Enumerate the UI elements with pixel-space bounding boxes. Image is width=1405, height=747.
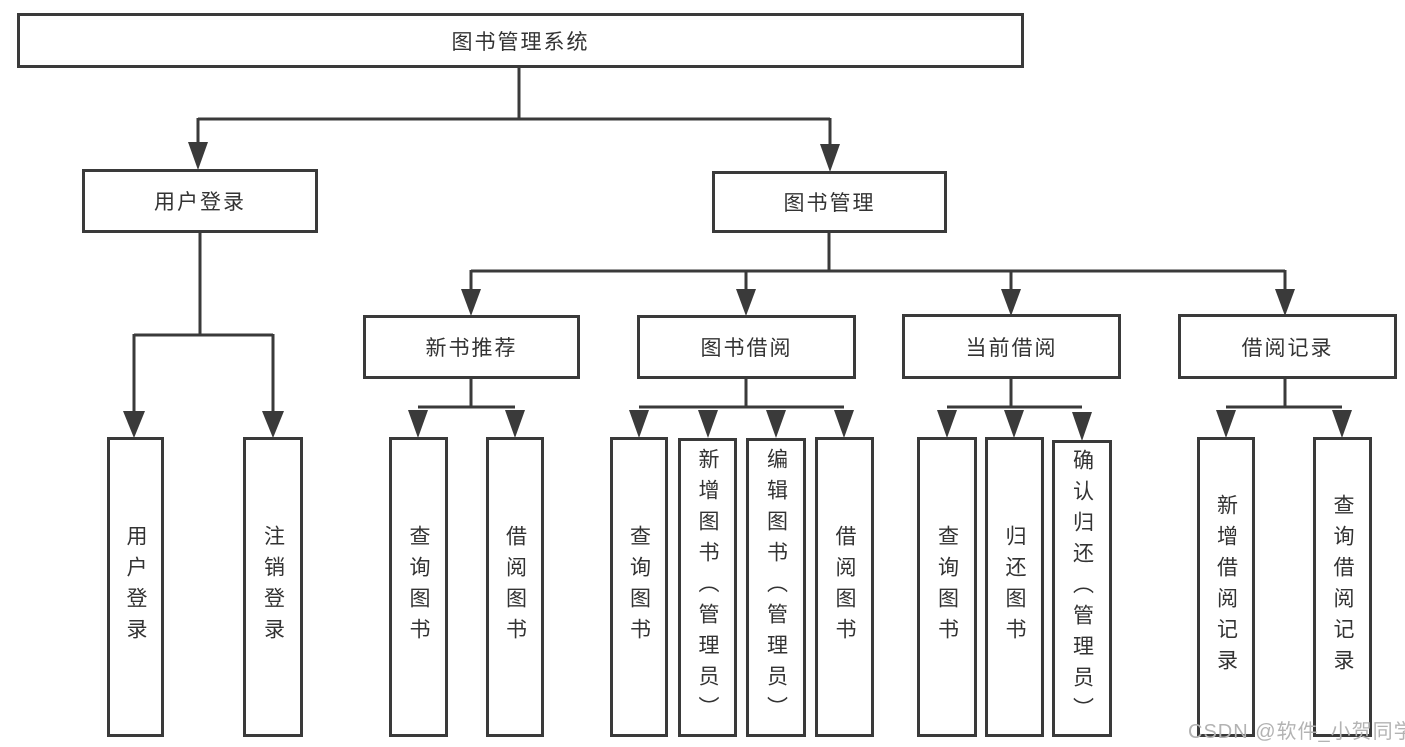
node-label: 当前借阅 [965,336,1058,360]
arrow-icon [766,410,786,438]
leaf-user-login: 用户登录 [107,437,164,737]
node-label: 查询图书 [935,525,959,649]
node-label: 归还图书 [1003,525,1027,649]
node-label: 新书推荐 [425,337,518,360]
leaf-logout: 注销登录 [243,437,303,737]
node-label: 新增图书（管理员） [696,448,720,727]
arrow-icon [1004,410,1024,438]
arrow-icon [461,289,481,316]
arrow-icon [123,411,145,438]
arrow-icon [1001,289,1021,316]
node-label: 查询图书 [627,525,651,649]
arrow-icon [736,289,756,316]
arrow-icon [1275,289,1295,316]
arrow-icon [834,410,854,438]
node-book-management: 图书管理 [712,171,947,233]
node-label: 借阅图书 [833,525,857,649]
leaf-add-books-admin: 新增图书（管理员） [678,438,737,737]
arrow-icon [188,142,208,170]
leaf-return-books: 归还图书 [985,437,1044,737]
arrowheads [123,142,1352,441]
node-label: 图书借阅 [700,337,793,360]
arrow-icon [262,411,284,438]
arrow-icon [408,410,428,438]
node-borrowing-records: 借阅记录 [1178,314,1397,379]
root-split-line [196,67,832,147]
leaf-confirm-return-admin: 确认归还（管理员） [1052,440,1112,737]
node-label: 新增借阅记录 [1214,494,1238,680]
node-label: 借阅图书 [503,525,527,649]
user-login-split-line [132,232,275,413]
node-label: 查询借阅记录 [1331,494,1355,680]
arrow-icon [820,144,840,172]
leaf-query-borrow-record: 查询借阅记录 [1313,437,1372,737]
leaf-query-books-2: 查询图书 [610,437,668,737]
csdn-watermark: CSDN @软件_小贺同学 [1188,721,1405,743]
arrow-icon [698,410,718,438]
arrow-icon [629,410,649,438]
node-book-borrowing: 图书借阅 [637,315,856,379]
leaf-query-books-1: 查询图书 [389,437,448,737]
book-management-split-line [469,232,1287,291]
node-current-borrowing: 当前借阅 [902,314,1121,379]
node-label: 用户登录 [124,525,148,649]
arrow-icon [1072,412,1092,441]
arrow-icon [937,410,957,438]
node-label: 确认归还（管理员） [1070,449,1094,728]
node-new-book-recommendation: 新书推荐 [363,315,580,379]
leaf-add-borrow-record: 新增借阅记录 [1197,437,1255,737]
node-label: 编辑图书（管理员） [764,448,788,727]
leaf-edit-books-admin: 编辑图书（管理员） [746,438,806,737]
arrow-icon [1332,410,1352,438]
node-label: 查询图书 [407,525,431,649]
node-label: 借阅记录 [1241,336,1334,360]
node-library-management-system: 图书管理系统 [17,13,1024,68]
arrow-icon [1216,410,1236,438]
connector-segments [132,67,1342,413]
leaf-query-books-3: 查询图书 [917,437,977,737]
node-label: 图书管理 [783,192,876,215]
node-label: 用户登录 [154,191,246,214]
node-label: 注销登录 [261,525,285,649]
arrow-icon [505,410,525,438]
node-user-login: 用户登录 [82,169,318,233]
level3-split-lines [418,378,1342,409]
node-label: 图书管理系统 [451,30,590,54]
leaf-borrow-books-1: 借阅图书 [486,437,544,737]
leaf-borrow-books-2: 借阅图书 [815,437,874,737]
